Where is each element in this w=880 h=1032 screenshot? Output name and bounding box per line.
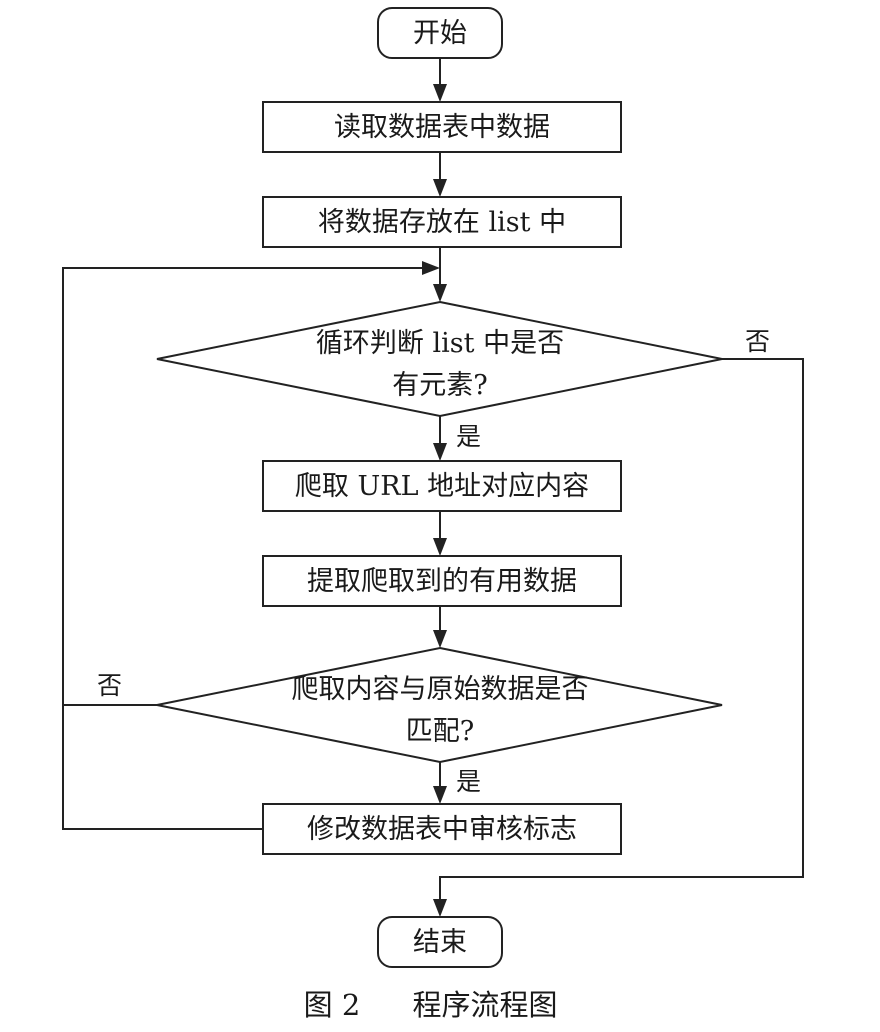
read-data-label: 读取数据表中数据 xyxy=(334,112,550,143)
crawl-node xyxy=(262,460,622,512)
store-list-label: 将数据存放在 list 中 xyxy=(318,207,566,238)
loop-no-label: 否 xyxy=(745,327,770,356)
figure-number: 图 2 xyxy=(304,988,361,1022)
figure-title: 程序流程图 xyxy=(412,988,557,1022)
extract-label: 提取爬取到的有用数据 xyxy=(307,566,577,597)
loop-yes-label: 是 xyxy=(456,422,481,451)
modify-flag-label: 修改数据表中审核标志 xyxy=(307,814,577,845)
crawl-label: 爬取 URL 地址对应内容 xyxy=(295,471,589,502)
loop-decision-line2: 有元素? xyxy=(392,370,487,401)
match-decision-line1: 爬取内容与原始数据是否 xyxy=(292,674,589,705)
modify-flag-node xyxy=(262,803,622,855)
extract-node xyxy=(262,555,622,607)
arrow-loop-crawl xyxy=(433,443,447,461)
connector-loop-no-end xyxy=(439,358,804,901)
match-no-label: 否 xyxy=(97,671,122,700)
loop-decision-line1: 循环判断 list 中是否 xyxy=(316,328,564,359)
arrow-start-read xyxy=(433,84,447,102)
arrow-to-end xyxy=(433,899,447,917)
match-yes-label: 是 xyxy=(456,767,481,796)
arrow-crawl-extract xyxy=(433,538,447,556)
arrow-read-store xyxy=(433,179,447,197)
arrow-loopback xyxy=(422,261,440,275)
match-decision-line2: 匹配? xyxy=(406,716,474,747)
arrow-match-modify xyxy=(433,786,447,804)
connector-modify-loopback xyxy=(62,267,424,830)
store-list-node xyxy=(262,196,622,248)
end-node-label: 结束 xyxy=(413,927,467,958)
arrow-extract-match xyxy=(433,630,447,648)
read-data-node xyxy=(262,101,622,153)
arrow-store-loop xyxy=(433,284,447,302)
start-node-label: 开始 xyxy=(413,18,467,49)
